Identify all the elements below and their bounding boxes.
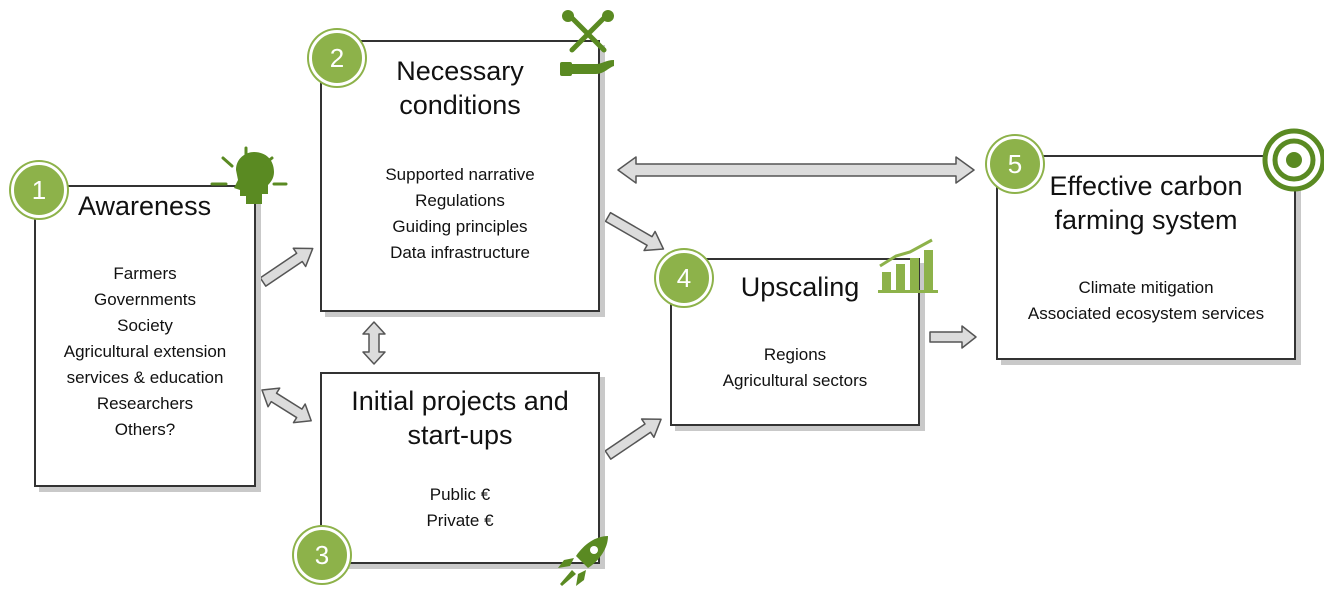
head-ideas-icon [210,146,288,204]
step-effective-box: Effective carbon farming system Climate … [996,155,1296,360]
step-projects-items: Public € Private € [322,482,598,534]
step-conditions-title: Necessary conditions [396,56,524,120]
list-item: Guiding principles [392,217,528,236]
step-awareness-items: Farmers Governments Society Agricultural… [36,261,254,443]
list-item: Agricultural sectors [722,371,868,390]
list-item: Supported narrative [385,165,535,184]
step-badge-1: 1 [11,162,67,218]
target-icon [1262,128,1324,192]
step-conditions-items: Supported narrative Regulations Guiding … [322,162,598,266]
list-item: Associated ecosystem services [1027,304,1265,323]
arrow-upscaling-to-effective [929,325,977,349]
step-projects-title: Initial projects and start-ups [351,386,569,450]
step-badge-2: 2 [309,30,365,86]
step-badge-4: 4 [656,250,712,306]
step-awareness-title: Awareness [78,191,212,221]
list-item: Agricultural extension [63,342,227,361]
arrow-conditions-projects-bidirectional [362,321,386,365]
step-upscaling-items: Regions Agricultural sectors [672,342,918,394]
arrow-projects-to-upscaling [604,418,662,460]
growth-chart-icon [878,238,938,293]
list-item: Researchers [96,394,194,413]
list-item: Society [117,316,173,335]
list-item: Private € [426,511,494,530]
arrow-conditions-effective-bidirectional [617,156,975,184]
list-item: Data infrastructure [390,243,530,262]
step-badge-5: 5 [987,136,1043,192]
tools-icon [560,10,614,76]
list-item: Regions [763,345,827,364]
list-item: Governments [93,290,197,309]
step-upscaling-box: Upscaling Regions Agricultural sectors [670,258,920,426]
step-conditions-box: Necessary conditions Supported narrative… [320,40,600,312]
arrow-awareness-to-conditions [259,247,314,287]
step-projects-box: Initial projects and start-ups Public € … [320,372,600,564]
list-item: Public € [429,485,491,504]
step-effective-title: Effective carbon farming system [1049,171,1243,235]
list-item: Regulations [415,191,505,210]
list-item: services & education [66,368,224,387]
rocket-icon [558,536,608,586]
arrow-conditions-to-upscaling [604,211,665,252]
step-awareness-box: Awareness Farmers Governments Society Ag… [34,185,256,487]
step-effective-items: Climate mitigation Associated ecosystem … [998,275,1294,327]
arrow-awareness-projects-bidirectional [261,387,312,424]
list-item: Others? [114,420,176,439]
step-badge-3: 3 [294,527,350,583]
list-item: Climate mitigation [1078,278,1214,297]
list-item: Farmers [113,264,177,283]
step-upscaling-title: Upscaling [740,272,860,302]
